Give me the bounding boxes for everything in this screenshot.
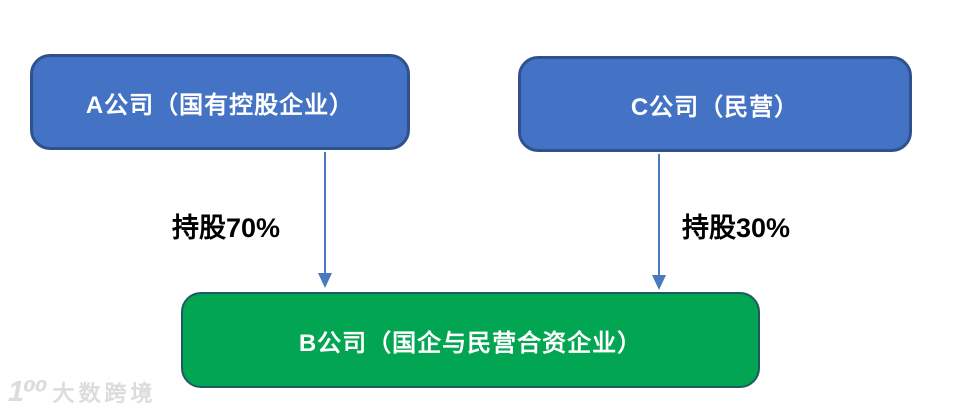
- node-company-a: A公司（国有控股企业）: [30, 54, 410, 150]
- arrow-a-to-b-icon: [318, 152, 332, 288]
- node-company-a-label: A公司（国有控股企业）: [85, 91, 355, 119]
- arrow-c-to-b-icon: [652, 154, 666, 290]
- edge-label-shareholding-70: 持股70%: [172, 213, 281, 243]
- node-company-b: B公司（国企与民营合资企业）: [181, 292, 760, 388]
- edge-label-shareholding-30: 持股30%: [682, 213, 791, 243]
- watermark-logo-icon: 1⁰⁰: [8, 376, 48, 408]
- node-company-b-label: B公司（国企与民营合资企业）: [298, 329, 643, 357]
- watermark-text: 大数跨境: [52, 381, 157, 406]
- watermark: 1⁰⁰ 大数跨境: [8, 374, 157, 409]
- node-company-c-label: C公司（民营）: [630, 93, 800, 121]
- node-company-c: C公司（民营）: [518, 56, 912, 152]
